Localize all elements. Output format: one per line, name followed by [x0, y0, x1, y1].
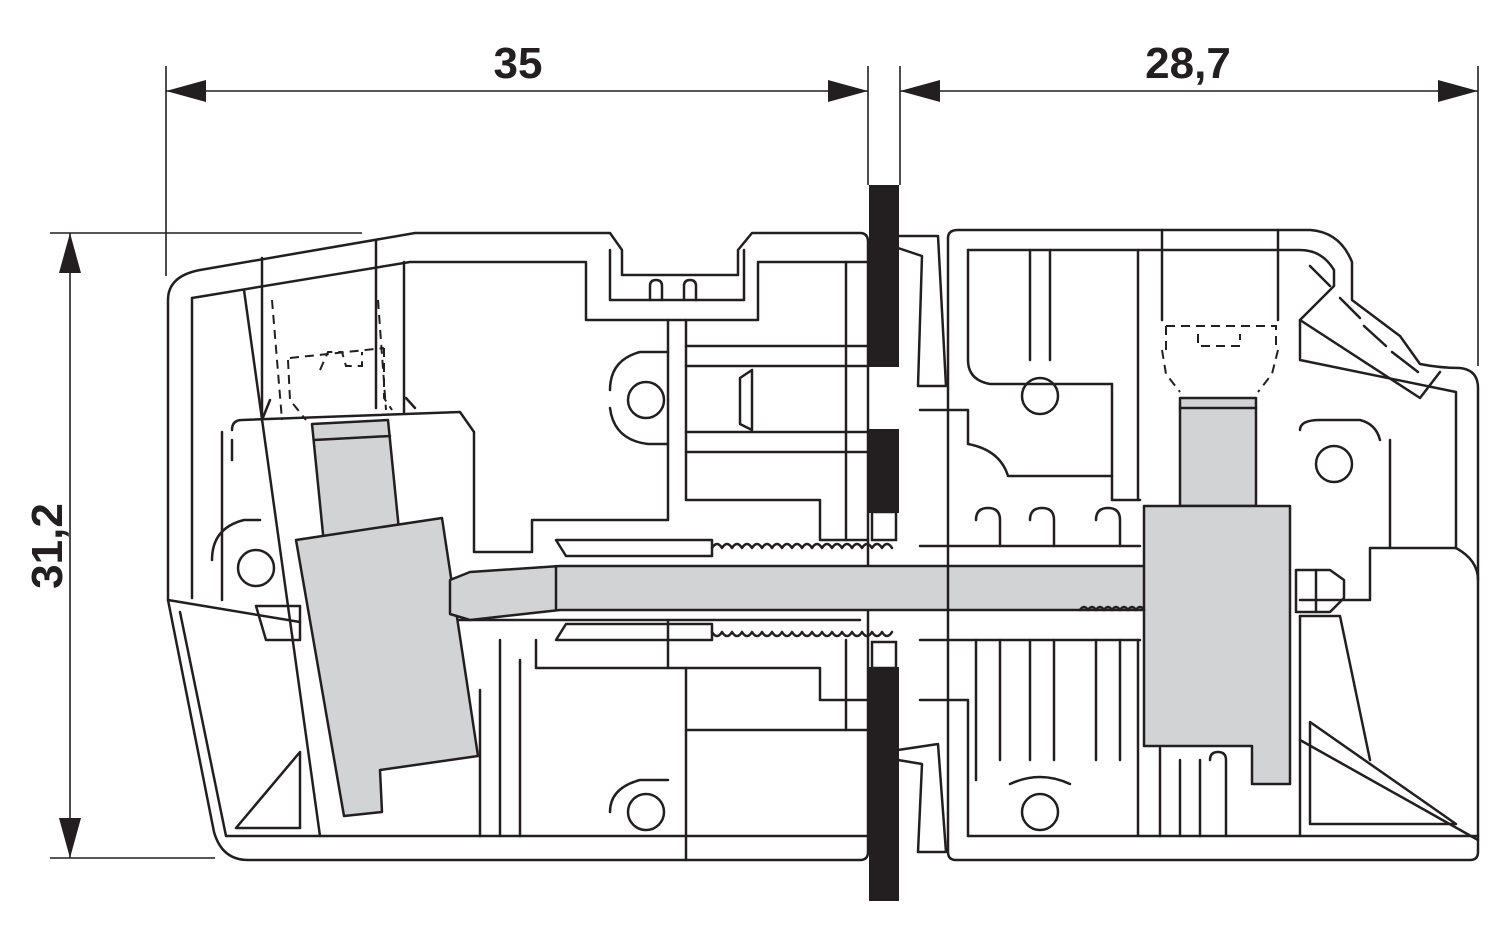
dimension-label-width-right: 28,7 — [1145, 39, 1231, 88]
left-housing — [166, 231, 894, 862]
dimension-height: 31,2 — [23, 232, 362, 859]
dimension-label-height: 31,2 — [23, 503, 72, 589]
mounting-panel — [867, 168, 901, 901]
dimension-width-left: 35 — [165, 39, 869, 276]
right-clamp-assembly — [1078, 325, 1292, 786]
dimension-width-right: 28,7 — [899, 39, 1479, 366]
left-clamp-assembly — [271, 299, 1148, 818]
panel-clip — [896, 234, 948, 854]
right-housing — [918, 228, 1480, 862]
dimension-label-width-left: 35 — [494, 39, 543, 88]
